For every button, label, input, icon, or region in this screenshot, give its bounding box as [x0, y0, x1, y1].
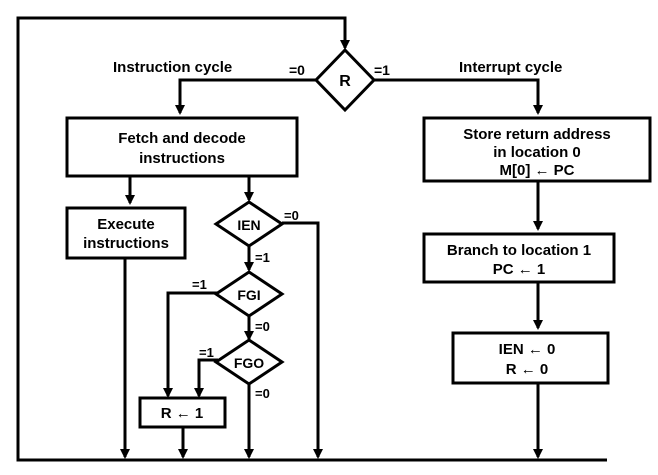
clear-flags-box — [451, 331, 610, 385]
fgo-one-label: =1 — [199, 345, 214, 360]
fgo-zero-label: =0 — [255, 386, 270, 401]
fgi-one-line — [163, 291, 218, 398]
fgi-one-label: =1 — [192, 277, 207, 292]
execute-line1: Execute — [97, 216, 155, 233]
ien-one-label: =1 — [255, 250, 270, 265]
instruction-cycle-label: Instruction cycle — [113, 59, 232, 76]
fgo-decision-diamond — [213, 338, 285, 386]
store-line1: Store return address — [463, 126, 611, 143]
clear-line2: R ← 0 — [506, 361, 549, 378]
r-to-fetch-line — [175, 78, 316, 115]
r-zero-label: =0 — [289, 62, 305, 78]
fgo-one-line — [194, 358, 218, 398]
clear-line1: IEN ← 0 — [499, 341, 556, 358]
interrupt-cycle-label: Interrupt cycle — [459, 59, 562, 76]
fetch-decode-line1: Fetch and decode — [118, 130, 246, 147]
r-set-label: R ← 1 — [161, 405, 204, 422]
ien-zero-label: =0 — [284, 208, 299, 223]
store-line2: in location 0 — [493, 144, 581, 161]
branch-line1: Branch to location 1 — [447, 242, 591, 259]
r-decision-label: R — [339, 73, 351, 90]
ien-decision-label: IEN — [237, 217, 260, 233]
fetch-decode-line2: instructions — [139, 150, 225, 167]
ien-zero-line — [282, 221, 323, 459]
fetch-decode-box — [65, 116, 299, 178]
execute-line2: instructions — [83, 235, 169, 252]
execute-box — [65, 206, 187, 260]
r-decision-diamond — [313, 47, 377, 113]
ien-decision-diamond — [213, 200, 285, 248]
r-to-store-line — [374, 78, 543, 115]
fgo-decision-label: FGO — [234, 355, 264, 371]
connectors — [16, 16, 607, 462]
fgi-decision-label: FGI — [237, 287, 260, 303]
store-return-box — [422, 116, 652, 183]
loop-line — [16, 16, 607, 462]
fgi-zero-label: =0 — [255, 319, 270, 334]
r-set-box — [138, 396, 227, 429]
branch-line2: PC ← 1 — [493, 261, 546, 278]
store-line3: M[0] ← PC — [500, 162, 575, 179]
fgi-decision-diamond — [213, 270, 285, 318]
branch-box — [422, 232, 616, 284]
r-one-label: =1 — [374, 62, 390, 78]
